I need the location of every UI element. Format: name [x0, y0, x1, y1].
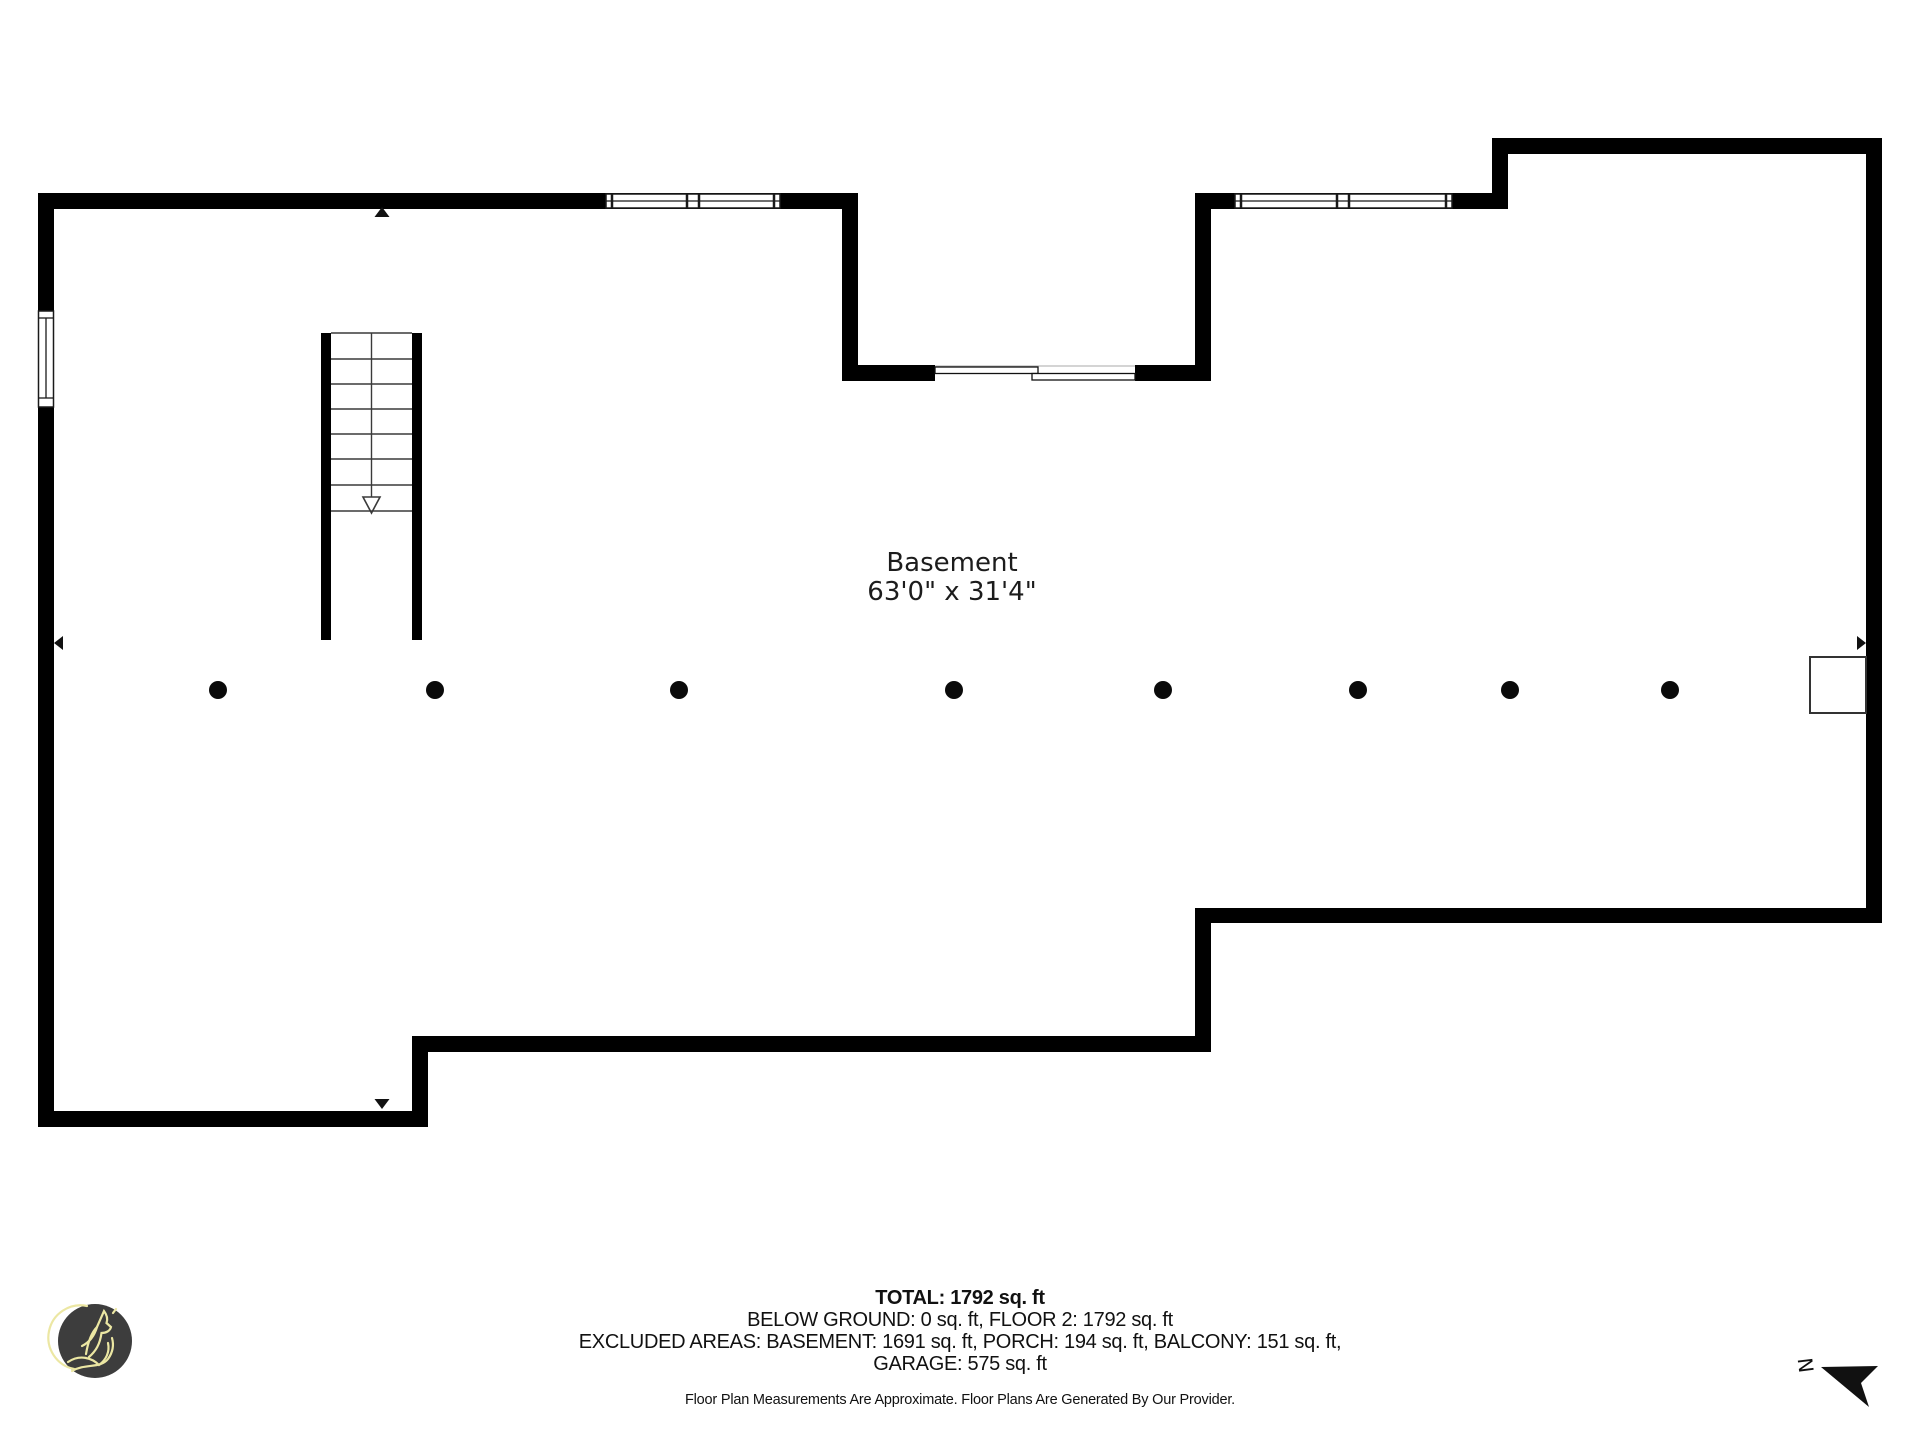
sliding-door — [934, 364, 1136, 382]
south-wall-marker-icon — [374, 1099, 390, 1109]
room-dimensions-label: 63'0" x 31'4" — [867, 577, 1037, 607]
compass: N — [1793, 1356, 1878, 1407]
west-wall-marker-icon — [54, 636, 63, 650]
window-top-left — [605, 193, 781, 209]
support-column-dot — [945, 681, 963, 699]
support-column-dot — [426, 681, 444, 699]
support-columns — [209, 681, 1679, 699]
east-wall-marker-icon — [1857, 636, 1866, 650]
area-breakdown-line-1: BELOW GROUND: 0 sq. ft, FLOOR 2: 1792 sq… — [747, 1309, 1173, 1331]
wolf-icon — [47, 1304, 118, 1373]
north-wall-marker-icon — [374, 207, 390, 217]
stair-direction-arrow — [361, 333, 382, 515]
support-column-dot — [1154, 681, 1172, 699]
area-breakdown-line-2: EXCLUDED AREAS: BASEMENT: 1691 sq. ft, P… — [578, 1331, 1342, 1353]
window-left-wall — [37, 310, 55, 408]
support-column-dot — [1661, 681, 1679, 699]
support-column-dot — [1349, 681, 1367, 699]
compass-north-label: N — [1793, 1356, 1819, 1374]
support-column-dot — [209, 681, 227, 699]
provider-logo — [47, 1304, 132, 1378]
support-column-dot — [1501, 681, 1519, 699]
wall-niche-box — [1809, 656, 1867, 714]
exterior-walls — [38, 138, 1882, 1127]
total-area-text: TOTAL: 1792 sq. ft — [875, 1287, 1045, 1309]
support-column-dot — [670, 681, 688, 699]
compass-arrow-icon — [1821, 1366, 1878, 1407]
window-top-right — [1234, 193, 1453, 209]
disclaimer-text: Floor Plan Measurements Are Approximate.… — [685, 1392, 1235, 1408]
room-name-label: Basement — [886, 548, 1018, 578]
staircase — [321, 332, 422, 640]
area-breakdown-line-3: GARAGE: 575 sq. ft — [873, 1353, 1047, 1375]
